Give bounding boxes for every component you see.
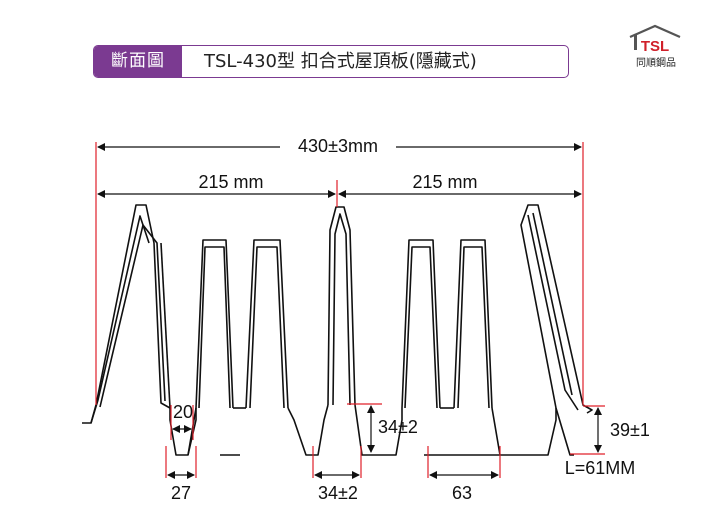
bottom-left-label: 27: [171, 483, 191, 503]
total-height-label: 39±1: [610, 420, 650, 440]
extension-lines: [95, 142, 605, 478]
title-banner: 斷面圖 TSL-430型 扣合式屋頂板(隱藏式): [93, 45, 569, 78]
logo-mark-text: TSL: [641, 38, 669, 55]
dimension-lines: [97, 143, 602, 479]
brand-name: 同順鋼品: [636, 58, 676, 69]
left-half-label: 215 mm: [198, 172, 263, 192]
bottom-center-label: 34±2: [318, 483, 358, 503]
roof-icon: [629, 24, 681, 39]
section-badge: 斷面圖: [94, 46, 182, 77]
page-title: TSL-430型 扣合式屋頂板(隱藏式): [204, 51, 477, 72]
rib-height-label: 34±2: [378, 417, 418, 437]
bottom-right-label: 63: [452, 483, 472, 503]
right-half-label: 215 mm: [412, 172, 477, 192]
length-note-label: L=61MM: [565, 458, 636, 478]
brand-logo-icon: TSL: [629, 24, 681, 55]
rib-top-label: 20: [173, 402, 193, 422]
overall-width-label: 430±3mm: [298, 136, 378, 156]
panel-profile: [82, 204, 593, 456]
